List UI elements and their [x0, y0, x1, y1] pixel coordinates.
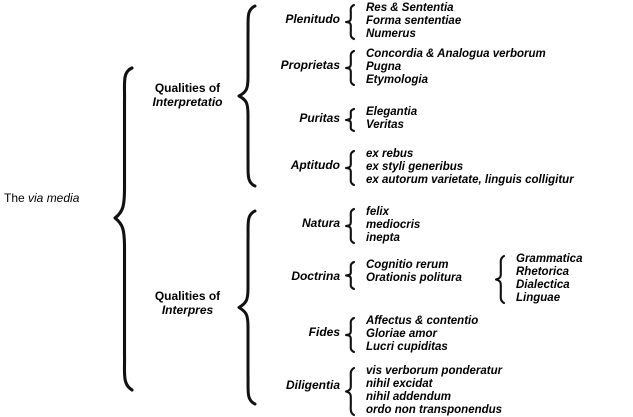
leaf-list-puritas: Elegantia Veritas [366, 106, 417, 132]
leaf-item: Rhetorica [516, 266, 570, 278]
leaf-list-aptitudo: ex rebus ex styli generibus ex autorum v… [366, 148, 574, 187]
leaf-item: Veritas [366, 119, 404, 131]
leaf-list-doctrina-sub: Grammatica Rhetorica Dialectica Linguae [516, 253, 582, 305]
brace-proprietas [344, 48, 358, 88]
leaf-list-natura: felix mediocris inepta [366, 206, 420, 245]
leaf-item: Orationis politura [366, 272, 462, 284]
leaf-item: ex autorum varietate, linguis colligitur [366, 174, 574, 186]
group-label-proprietas: Proprietas [280, 58, 340, 72]
brace-root [112, 62, 138, 396]
leaf-item: Res & Sententia [366, 2, 454, 14]
brace-aptitudo [344, 148, 358, 188]
leaf-item: Forma sententiae [366, 15, 462, 27]
leaf-item: Gloriae amor [366, 328, 437, 340]
group-label-doctrina: Doctrina [291, 269, 340, 283]
leaf-item: Affectus & contentio [366, 315, 479, 327]
leaf-item: Elegantia [366, 106, 418, 118]
leaf-list-proprietas: Concordia & Analogua verborum Pugna Etym… [366, 48, 546, 87]
leaf-item: Numerus [366, 28, 416, 40]
leaf-item: Dialectica [516, 279, 570, 291]
group-label-plenitudo: Plenitudo [285, 12, 340, 26]
brace-doctrina [344, 259, 358, 292]
leaf-item: Concordia & Analogua verborum [366, 48, 546, 60]
group-label-natura: Natura [301, 216, 340, 230]
leaf-item: Grammatica [516, 253, 583, 265]
leaf-list-plenitudo: Res & Sententia Forma sententiae Numerus [366, 2, 461, 41]
leaf-list-diligentia: vis verborum ponderatur nihil excidat ni… [366, 365, 502, 417]
branch-heading-interpres-line2: Interpres [161, 303, 214, 317]
leaf-item: felix [366, 206, 390, 218]
leaf-item: ex styli generibus [366, 161, 464, 173]
root-label-prefix: The [4, 191, 29, 205]
leaf-item: ex rebus [366, 148, 414, 160]
brace-fides [344, 315, 358, 355]
leaf-item: Etymologia [366, 74, 428, 86]
brace-natura [344, 206, 358, 246]
group-label-diligentia: Diligentia [285, 378, 340, 392]
leaf-item: ordo non transponendus [366, 404, 503, 416]
leaf-item: Pugna [366, 61, 402, 73]
leaf-list-doctrina: Cognitio rerum Orationis politura [366, 259, 462, 285]
leaf-item: nihil addendum [366, 391, 451, 403]
brace-puritas [344, 106, 358, 134]
branch-heading-interpretatio-line2: Interpretatio [152, 95, 223, 109]
group-label-fides: Fides [308, 325, 340, 339]
root-label-term: via media [28, 191, 80, 205]
leaf-item: nihil excidat [366, 378, 433, 390]
brace-doctrina-sub [494, 253, 508, 306]
leaf-item: vis verborum ponderatur [366, 365, 503, 377]
brace-plenitudo [344, 2, 358, 42]
branch-heading-interpretatio: Qualities of Interpretatio [140, 81, 235, 109]
brace-diligentia [344, 365, 358, 417]
group-label-puritas: Puritas [299, 111, 340, 125]
branch-heading-interpres: Qualities of Interpres [140, 289, 235, 317]
group-label-aptitudo: Aptitudo [290, 158, 340, 172]
leaf-item: Cognitio rerum [366, 259, 449, 271]
leaf-item: Lucri cupiditas [366, 341, 448, 353]
branch-heading-interpretatio-line1: Qualities of [154, 81, 221, 95]
leaf-item: Linguae [516, 292, 561, 304]
root-label: The via media [4, 191, 79, 205]
branch-heading-interpres-line1: Qualities of [154, 289, 221, 303]
leaf-list-fides: Affectus & contentio Gloriae amor Lucri … [366, 315, 478, 354]
leaf-item: mediocris [366, 219, 421, 231]
leaf-item: inepta [366, 232, 400, 244]
